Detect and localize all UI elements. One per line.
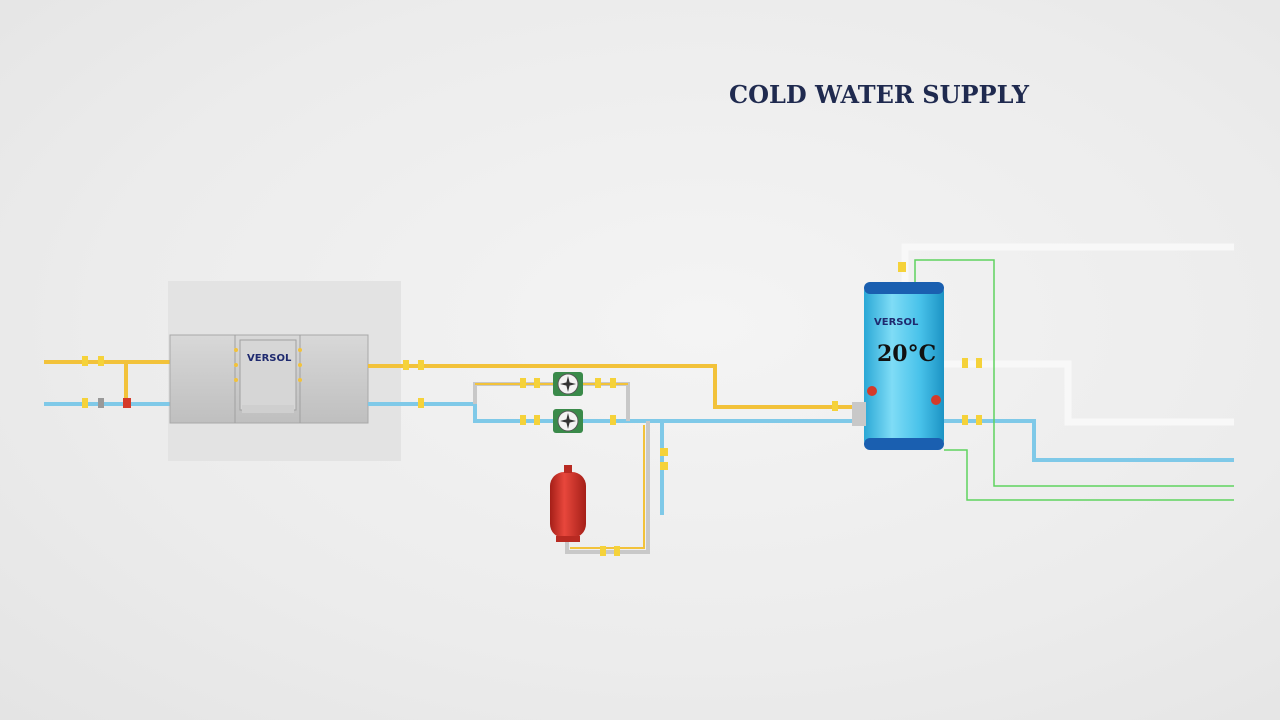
diagram-title: COLD WATER SUPPLY bbox=[729, 80, 1030, 109]
circulation-pump-lower bbox=[553, 409, 583, 433]
hot-outlet-pipes bbox=[898, 243, 1234, 426]
hot-supply-line bbox=[368, 360, 860, 411]
sensor-wires bbox=[914, 259, 1234, 501]
expansion-branch bbox=[565, 421, 668, 556]
unit-logo: VERSOL bbox=[247, 353, 292, 364]
cold-water-supply-pipe bbox=[944, 415, 1234, 462]
pump-loop bbox=[368, 378, 860, 425]
inlet-pipes bbox=[44, 356, 170, 408]
expansion-vessel bbox=[550, 465, 586, 542]
circulation-pump-upper bbox=[553, 372, 583, 396]
tank-temperature: 20°C bbox=[877, 341, 936, 367]
tank-logo: VERSOL bbox=[874, 317, 919, 328]
heat-pump-unit: VERSOL bbox=[169, 334, 369, 424]
storage-tank: VERSOL 20°C bbox=[852, 282, 944, 450]
